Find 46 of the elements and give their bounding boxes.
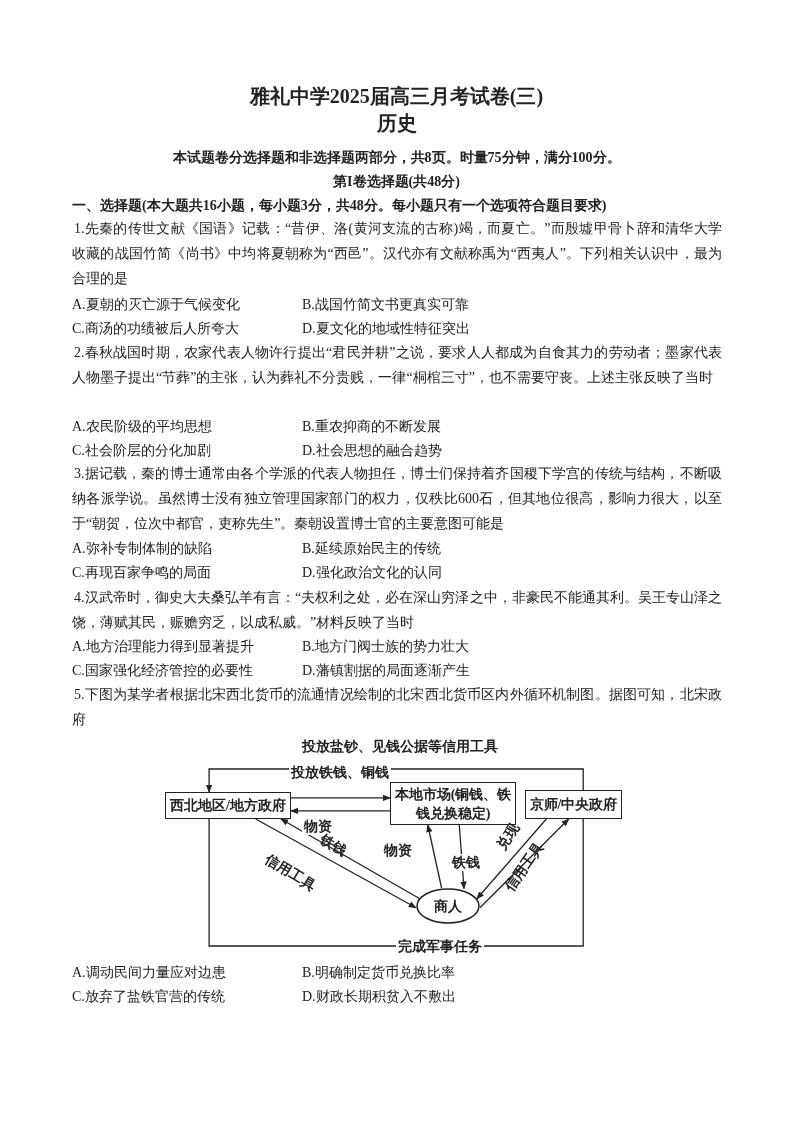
question-text: 5.下图为某学者根据北宋西北货币的流通情况绘制的北宋西北货币区内外循环机制图。据图可知，北宋政府 — [72, 686, 722, 729]
answer-option: D.财政长期积贫入不敷出 — [302, 984, 602, 1009]
edge-label: 投放盐钞、见钱公据等信用工具 — [300, 737, 500, 755]
edge-label: 投放铁钱、铜钱 — [289, 763, 391, 781]
answer-option: B.明确制定货币兑换比率 — [302, 960, 602, 985]
answer-option: B.重农抑商的不断发展 — [302, 414, 602, 439]
answer-option: C.社会阶层的分化加剧 — [72, 438, 292, 463]
question-text: 3.据记载，秦的博士通常由各个学派的代表人物担任，博士们保持着齐国稷下学宫的传统与结构，不断吸纳各派学说。虽然博士没有独立管理国家部门的权力，仅秩比600石，但其地位很高，影响力很大，以至于“朝贺，位次中都官，吏称先生”。秦朝设置博士官的主要意图可能是 — [72, 465, 722, 533]
answer-option: A.弥补专制体制的缺陷 — [72, 536, 292, 561]
arrow — [426, 824, 443, 889]
answer-option: A.夏朝的灭亡源于气候变化 — [72, 292, 292, 317]
answer-option: C.再现百家争鸣的局面 — [72, 560, 292, 585]
exam-note: 第I卷选择题(共48分) — [332, 173, 461, 191]
answer-option: B.延续原始民主的传统 — [302, 536, 602, 561]
answer-option: C.放弃了盐铁官营的传统 — [72, 984, 292, 1009]
question-text: 2.春秋战国时期，农家代表人物许行提出“君民并耕”之说，要求人人都成为自食其力的劳动者；墨家代表人物墨子提出“节葬”的主张，认为葬礼不分贵贱，一律“桐棺三寸”，也不需要守丧。上述主张反映了当时 — [72, 344, 722, 387]
answer-option: C.商汤的功绩被后人所夸大 — [72, 316, 292, 341]
edge-label: 物资 — [382, 841, 414, 859]
arrow — [479, 818, 570, 909]
section-heading: 一、选择题(本大题共16小题，每小题3分，共48分。每小题只有一个选项符合题目要求) — [72, 197, 608, 215]
arrow — [476, 818, 547, 900]
process-box: 京师/中央政府 — [525, 790, 622, 819]
answer-option: C.国家强化经济管控的必要性 — [72, 658, 292, 683]
ellipse-node: 商人 — [416, 888, 480, 924]
answer-option: B.地方门阀士族的势力壮大 — [302, 634, 602, 659]
answer-option: D.社会思想的融合趋势 — [302, 438, 602, 463]
answer-option: D.强化政治文化的认同 — [302, 560, 602, 585]
edge-label: 完成军事任务 — [396, 937, 484, 955]
subject-heading: 历史 — [375, 111, 418, 136]
process-box: 西北地区/地方政府 — [165, 792, 291, 819]
question-text: 1.先秦的传世文献《国语》记载：“昔伊、洛(黄河支流的古称)竭，而夏亡。”而殷墟甲骨卜辞和清华大学收藏的战国竹简《尚书》中均将夏朝称为“西邑”。汉代亦有文献称禹为“西夷人”。下列相关认识中，最为合理的是 — [72, 220, 722, 288]
arrow — [290, 807, 391, 815]
edge-label: 信用工具 — [261, 850, 319, 895]
arrow — [255, 818, 417, 909]
answer-option: D.藩镇割据的局面逐渐产生 — [302, 658, 602, 683]
answer-option: D.夏文化的地域性特征突出 — [302, 316, 602, 341]
answer-option: A.调动民间力量应对边患 — [72, 960, 292, 985]
exam-note: 本试题卷分选择题和非选择题两部分，共8页。时量75分钟，满分100分。 — [171, 149, 622, 167]
answer-option: A.地方治理能力得到显著提升 — [72, 634, 292, 659]
question-text: 4.汉武帝时，御史大夫桑弘羊有言：“夫权利之处，必在深山穷泽之中，非豪民不能通其利。吴王专山泽之饶，薄赋其民，赈赡穷乏，以成私威。”材料反映了当时 — [72, 589, 722, 632]
arrow — [290, 794, 391, 802]
edge-label: 铁钱 — [450, 853, 482, 871]
title: 雅礼中学2025届高三月考试卷(三) — [248, 84, 545, 110]
arrow — [280, 818, 421, 900]
answer-option: A.农民阶级的平均思想 — [72, 414, 292, 439]
answer-option: B.战国竹简文书更真实可靠 — [302, 292, 602, 317]
